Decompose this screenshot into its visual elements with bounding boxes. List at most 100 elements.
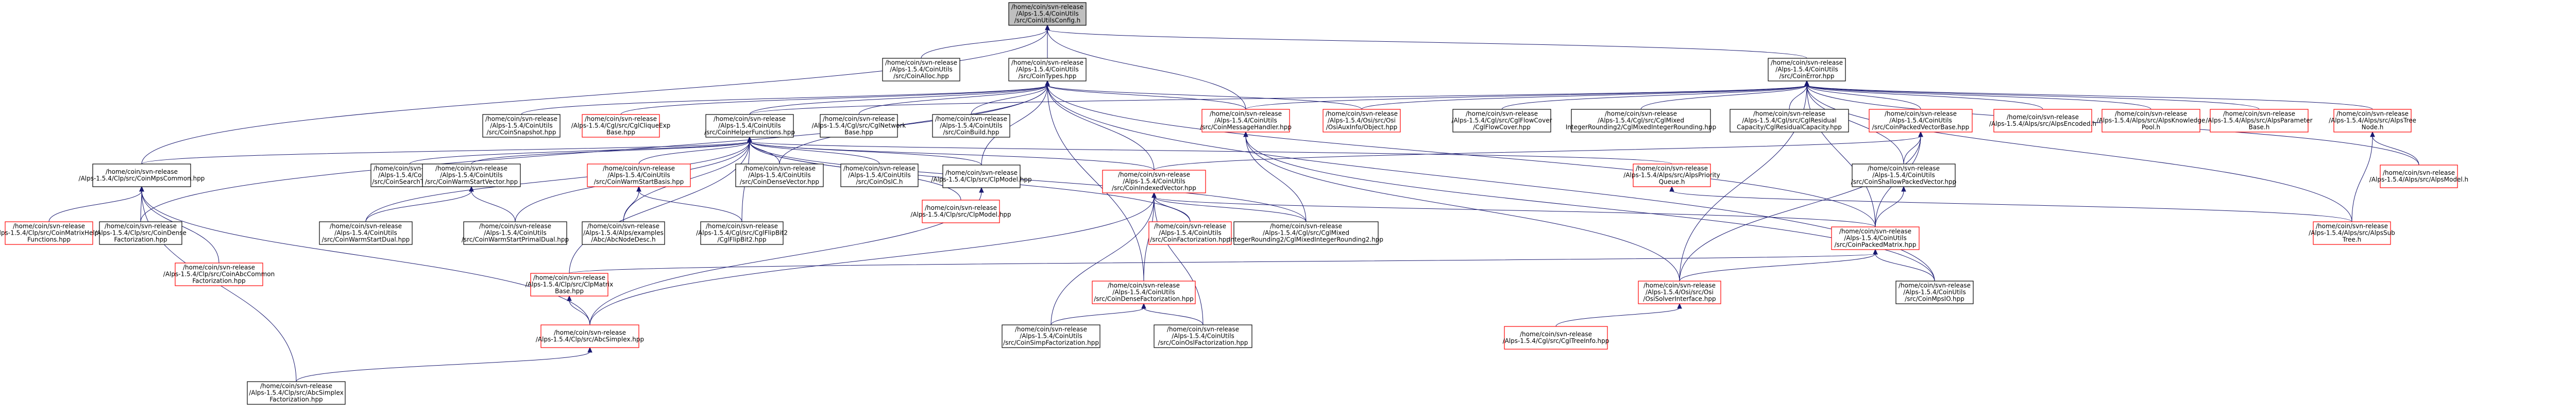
edge-line [1047,85,1144,282]
node-label-line: /src/CoinWarmStartPrimalDual.hpp [462,236,569,243]
graph-node-n35[interactable]: /home/coin/svn-release/Alps-1.5.4/Alps/e… [582,221,665,245]
graph-node-n15[interactable]: /home/coin/svn-release/Alps-1.5.4/Alps/s… [1989,109,2096,133]
graph-node-n42[interactable]: /home/coin/svn-release/Alps-1.5.4/Clp/sr… [526,273,613,297]
graph-node-n20[interactable]: /home/coin/svn-release/Alps-1.5.4/Clp/sr… [79,163,205,187]
graph-node-n29[interactable]: /home/coin/svn-release/Alps-1.5.4/Alps/s… [1623,163,1720,187]
node-label-line: /Alps-1.5.4/CoinUtils [940,122,1002,129]
graph-node-n3[interactable]: /home/coin/svn-release/Alps-1.5.4/CoinUt… [1768,58,1846,81]
node-label-line: /src/CoinTypes.hpp [1019,73,1077,80]
node-label-line: /src/CoinWarmStartDual.hpp [322,236,410,243]
graph-node-n23[interactable]: /home/coin/svn-release/Alps-1.5.4/CoinUt… [587,163,691,187]
graph-node-n0[interactable]: /home/coin/svn-release/Alps-1.5.4/CoinUt… [1008,2,1087,26]
graph-node-n27[interactable]: /home/coin/svn-release/Alps-1.5.4/CoinUt… [1102,170,1206,193]
graph-node-n44[interactable]: /home/coin/svn-release/Alps-1.5.4/Osi/sr… [1638,281,1721,304]
edge-line [1047,85,1246,110]
graph-node-n48[interactable]: /home/coin/svn-release/Alps-1.5.4/CoinUt… [1154,324,1252,348]
node-label-line: /Alps-1.5.4/CoinUtils [490,122,552,129]
graph-node-n10[interactable]: /home/coin/svn-release/Alps-1.5.4/Osi/sr… [1323,109,1401,133]
node-label-line: /Alps-1.5.4/CoinUtils [1844,235,1906,242]
node-box [932,114,1010,138]
node-label-line: /home/coin/svn-release [1771,59,1843,67]
edge-line [749,141,982,166]
graph-node-n50[interactable]: /home/coin/svn-release/Alps-1.5.4/Clp/sr… [247,381,346,405]
node-label-line: /Alps-1.5.4/Clp/src/CoinMpsCommon.hpp [79,175,205,182]
node-label-line: /src/CoinMessageHandler.hpp [1200,124,1292,131]
graph-node-n2[interactable]: /home/coin/svn-release/Alps-1.5.4/CoinUt… [1008,58,1087,81]
edge-line [1361,85,1807,110]
graph-node-n18[interactable]: /home/coin/svn-release/Alps-1.5.4/Alps/s… [2329,109,2416,133]
graph-node-n11[interactable]: /home/coin/svn-release/Alps-1.5.4/Cgl/sr… [1451,109,1552,133]
graph-node-n43[interactable]: /home/coin/svn-release/Alps-1.5.4/CoinUt… [1092,281,1196,304]
graph-node-n49[interactable]: /home/coin/svn-release/Alps-1.5.4/Cgl/sr… [1503,326,1609,350]
graph-node-n17[interactable]: /home/coin/svn-release/Alps-1.5.4/Alps/s… [2206,109,2313,133]
node-box [92,163,191,187]
edge-n43-n47 [1050,303,1146,325]
graph-node-n5[interactable]: /home/coin/svn-release/Alps-1.5.4/Cgl/sr… [571,114,671,138]
node-label-line: /CglFlowCover.hpp [1473,124,1530,131]
graph-node-n41[interactable]: /home/coin/svn-release/Alps-1.5.4/Alps/s… [2369,165,2468,188]
graph-node-n34[interactable]: /home/coin/svn-release/Alps-1.5.4/CoinUt… [462,221,569,245]
node-box [1869,109,1973,133]
edge-line [365,190,472,222]
edge-arrowhead [1873,249,1878,255]
edge-arrowhead [1243,131,1248,137]
node-box [540,324,639,348]
graph-node-n25[interactable]: /home/coin/svn-release/Alps-1.5.4/CoinUt… [840,163,919,187]
graph-node-n22[interactable]: /home/coin/svn-release/Alps-1.5.4/CoinUt… [422,163,521,187]
node-label-line: /Alps-1.5.4/CoinUtils [1159,229,1221,237]
graph-node-n14[interactable]: /home/coin/svn-release/Alps-1.5.4/CoinUt… [1869,109,1973,133]
graph-node-n30[interactable]: /home/coin/svn-release/Alps-1.5.4/Clp/sr… [0,221,105,245]
graph-node-n32[interactable]: /home/coin/svn-release/Alps-1.5.4/Clp/sr… [163,263,275,286]
node-box [1993,109,2092,133]
graph-node-n6[interactable]: /home/coin/svn-release/Alps-1.5.4/CoinUt… [704,114,795,138]
graph-node-n9[interactable]: /home/coin/svn-release/Alps-1.5.4/CoinUt… [1200,109,1292,133]
graph-node-n47[interactable]: /home/coin/svn-release/Alps-1.5.4/CoinUt… [1002,324,1100,348]
graph-node-n26[interactable]: /home/coin/svn-release/Alps-1.5.4/Clp/sr… [910,200,1011,223]
graph-node-n33[interactable]: /home/coin/svn-release/Alps-1.5.4/CoinUt… [319,221,413,245]
node-label-line: /Alps-1.5.4/CoinUtils [1123,178,1185,185]
node-label-line: /Alps-1.5.4/Osi/src/Osi [1646,289,1714,296]
edge-line [1047,85,1362,110]
edge-line [1154,196,1204,325]
graph-node-n19[interactable]: /home/coin/svn-release/Alps-1.5.4/Clp/sr… [931,165,1032,188]
graph-node-n36[interactable]: /home/coin/svn-release/Alps-1.5.4/Cgl/sr… [696,221,788,245]
node-label-line: /src/CoinPackedVectorBase.hpp [1872,124,1970,131]
edge-arrowhead [1669,186,1674,192]
graph-node-n31[interactable]: /home/coin/svn-release/Alps-1.5.4/Clp/sr… [95,221,187,245]
graph-node-n40[interactable]: /home/coin/svn-release/Alps-1.5.4/Alps/s… [2309,221,2395,245]
node-label-line: /home/coin/svn-release [587,223,659,230]
graph-node-n37[interactable]: /home/coin/svn-release/Alps-1.5.4/CoinUt… [1148,221,1232,245]
node-label-line: /src/CoinFactorization.hpp [1150,236,1230,243]
graph-node-n7[interactable]: /home/coin/svn-release/Alps-1.5.4/Cgl/sr… [812,114,906,138]
node-label-line: /Alps-1.5.4/Clp/src/CoinMatrixHelper [0,229,105,237]
graph-node-n28[interactable]: /home/coin/svn-release/Alps-1.5.4/CoinUt… [1851,163,1957,187]
node-label-line: /Alps-1.5.4/CoinUtils [748,172,810,179]
graph-node-n39[interactable]: /home/coin/svn-release/Alps-1.5.4/CoinUt… [1831,226,1920,250]
graph-node-n1[interactable]: /home/coin/svn-release/Alps-1.5.4/CoinUt… [882,58,960,81]
edge-arrowhead [2370,131,2375,137]
graph-node-n45[interactable]: /home/coin/svn-release/Alps-1.5.4/CoinUt… [1895,281,1974,304]
edge-line [921,29,1048,59]
graph-node-n4[interactable]: /home/coin/svn-release/Alps-1.5.4/CoinUt… [482,114,561,138]
node-label-line: /src/CoinError.hpp [1779,73,1834,80]
graph-node-n24[interactable]: /home/coin/svn-release/Alps-1.5.4/CoinUt… [735,163,824,187]
edge-n3-n14 [1804,80,1921,110]
node-label-line: /Alps-1.5.4/Cgl/src/CglCliqueExp [571,122,671,129]
graph-node-n8[interactable]: /home/coin/svn-release/Alps-1.5.4/CoinUt… [932,114,1010,138]
node-label-line: Base.hpp [844,129,873,136]
edge-line [2372,136,2419,166]
graph-node-n16[interactable]: /home/coin/svn-release/Alps-1.5.4/Alps/s… [2097,109,2206,133]
node-label-line: /Alps-1.5.4/CoinUtils [1214,117,1277,124]
node-label-line: /Alps-1.5.4/Alps/src/AlpsSub [2309,229,2395,237]
edge-n43-n48 [1141,303,1204,325]
edge-n44-n49 [1555,303,1682,327]
edge-line [141,190,590,325]
graph-node-n38[interactable]: /home/coin/svn-release/Alps-1.5.4/Cgl/sr… [1229,221,1383,245]
edge-arrowhead [1804,80,1809,86]
graph-node-n46[interactable]: /home/coin/svn-release/Alps-1.5.4/Clp/sr… [536,324,644,348]
node-label-line: /src/CoinMpsIO.hpp [1905,296,1964,303]
node-label-line: /home/coin/svn-release [1118,171,1190,178]
graph-node-n13[interactable]: /home/coin/svn-release/Alps-1.5.4/Cgl/sr… [1730,109,1849,133]
graph-node-n12[interactable]: /home/coin/svn-release/Alps-1.5.4/Cgl/sr… [1566,109,1716,133]
edge-n27-n37 [1151,192,1191,222]
